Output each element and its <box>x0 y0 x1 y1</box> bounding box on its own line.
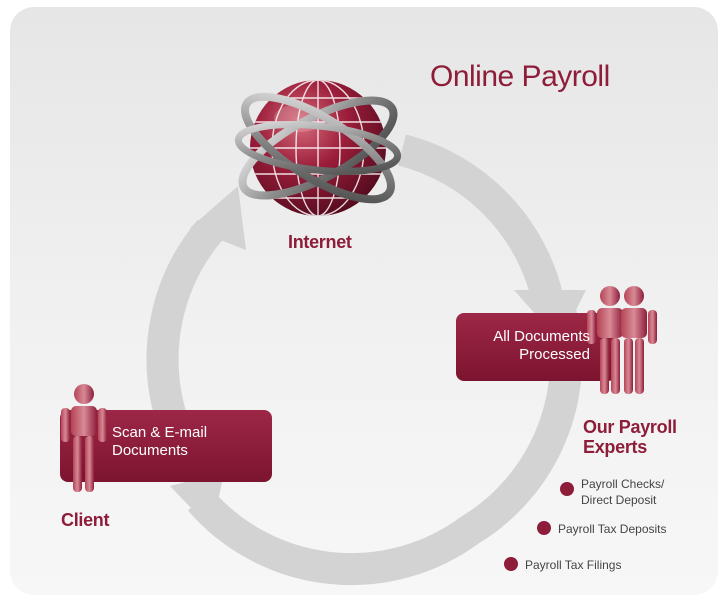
bullet-dot-icon <box>560 482 574 496</box>
experts-label: Our Payroll Experts <box>583 417 677 457</box>
service-line1: Payroll Tax Deposits <box>558 522 667 536</box>
service-line2: Direct Deposit <box>581 493 657 507</box>
client-box-line1: Scan & E-mail <box>112 424 208 441</box>
person-icon <box>61 384 107 492</box>
service-line1: Payroll Checks/ <box>581 477 665 491</box>
cycle-arrows <box>146 134 586 586</box>
client-box <box>60 410 272 482</box>
arrow-internet-to-experts <box>397 134 564 304</box>
experts-box-text: All Documents Processed <box>460 328 590 364</box>
service-text: Payroll Checks/ Direct Deposit <box>581 476 664 508</box>
experts-label-line2: Experts <box>583 437 647 457</box>
arrow-client-to-internet <box>146 219 223 425</box>
service-item: Payroll Tax Deposits <box>537 521 667 537</box>
experts-box-line2: Processed <box>519 346 590 363</box>
arrowhead-to-internet <box>190 186 246 250</box>
arrowhead-to-client <box>170 472 224 530</box>
experts-box <box>456 313 616 381</box>
experts-box-line1: All Documents <box>493 328 590 345</box>
client-label: Client <box>61 510 110 530</box>
arrow-experts-to-client <box>187 306 583 586</box>
experts-label-line1: Our Payroll <box>583 417 677 437</box>
page-title: Online Payroll <box>430 60 610 93</box>
bullet-dot-icon <box>504 557 518 571</box>
people-icon <box>587 286 657 394</box>
service-item: Payroll Tax Filings <box>504 557 621 573</box>
client-box-text: Scan & E-mail Documents <box>112 424 252 460</box>
bullet-dot-icon <box>537 521 551 535</box>
globe-icon <box>234 80 402 216</box>
service-item: Payroll Checks/ Direct Deposit <box>560 476 664 508</box>
service-line1: Payroll Tax Filings <box>525 558 622 572</box>
internet-label: Internet <box>288 232 352 252</box>
client-box-line2: Documents <box>112 442 188 459</box>
